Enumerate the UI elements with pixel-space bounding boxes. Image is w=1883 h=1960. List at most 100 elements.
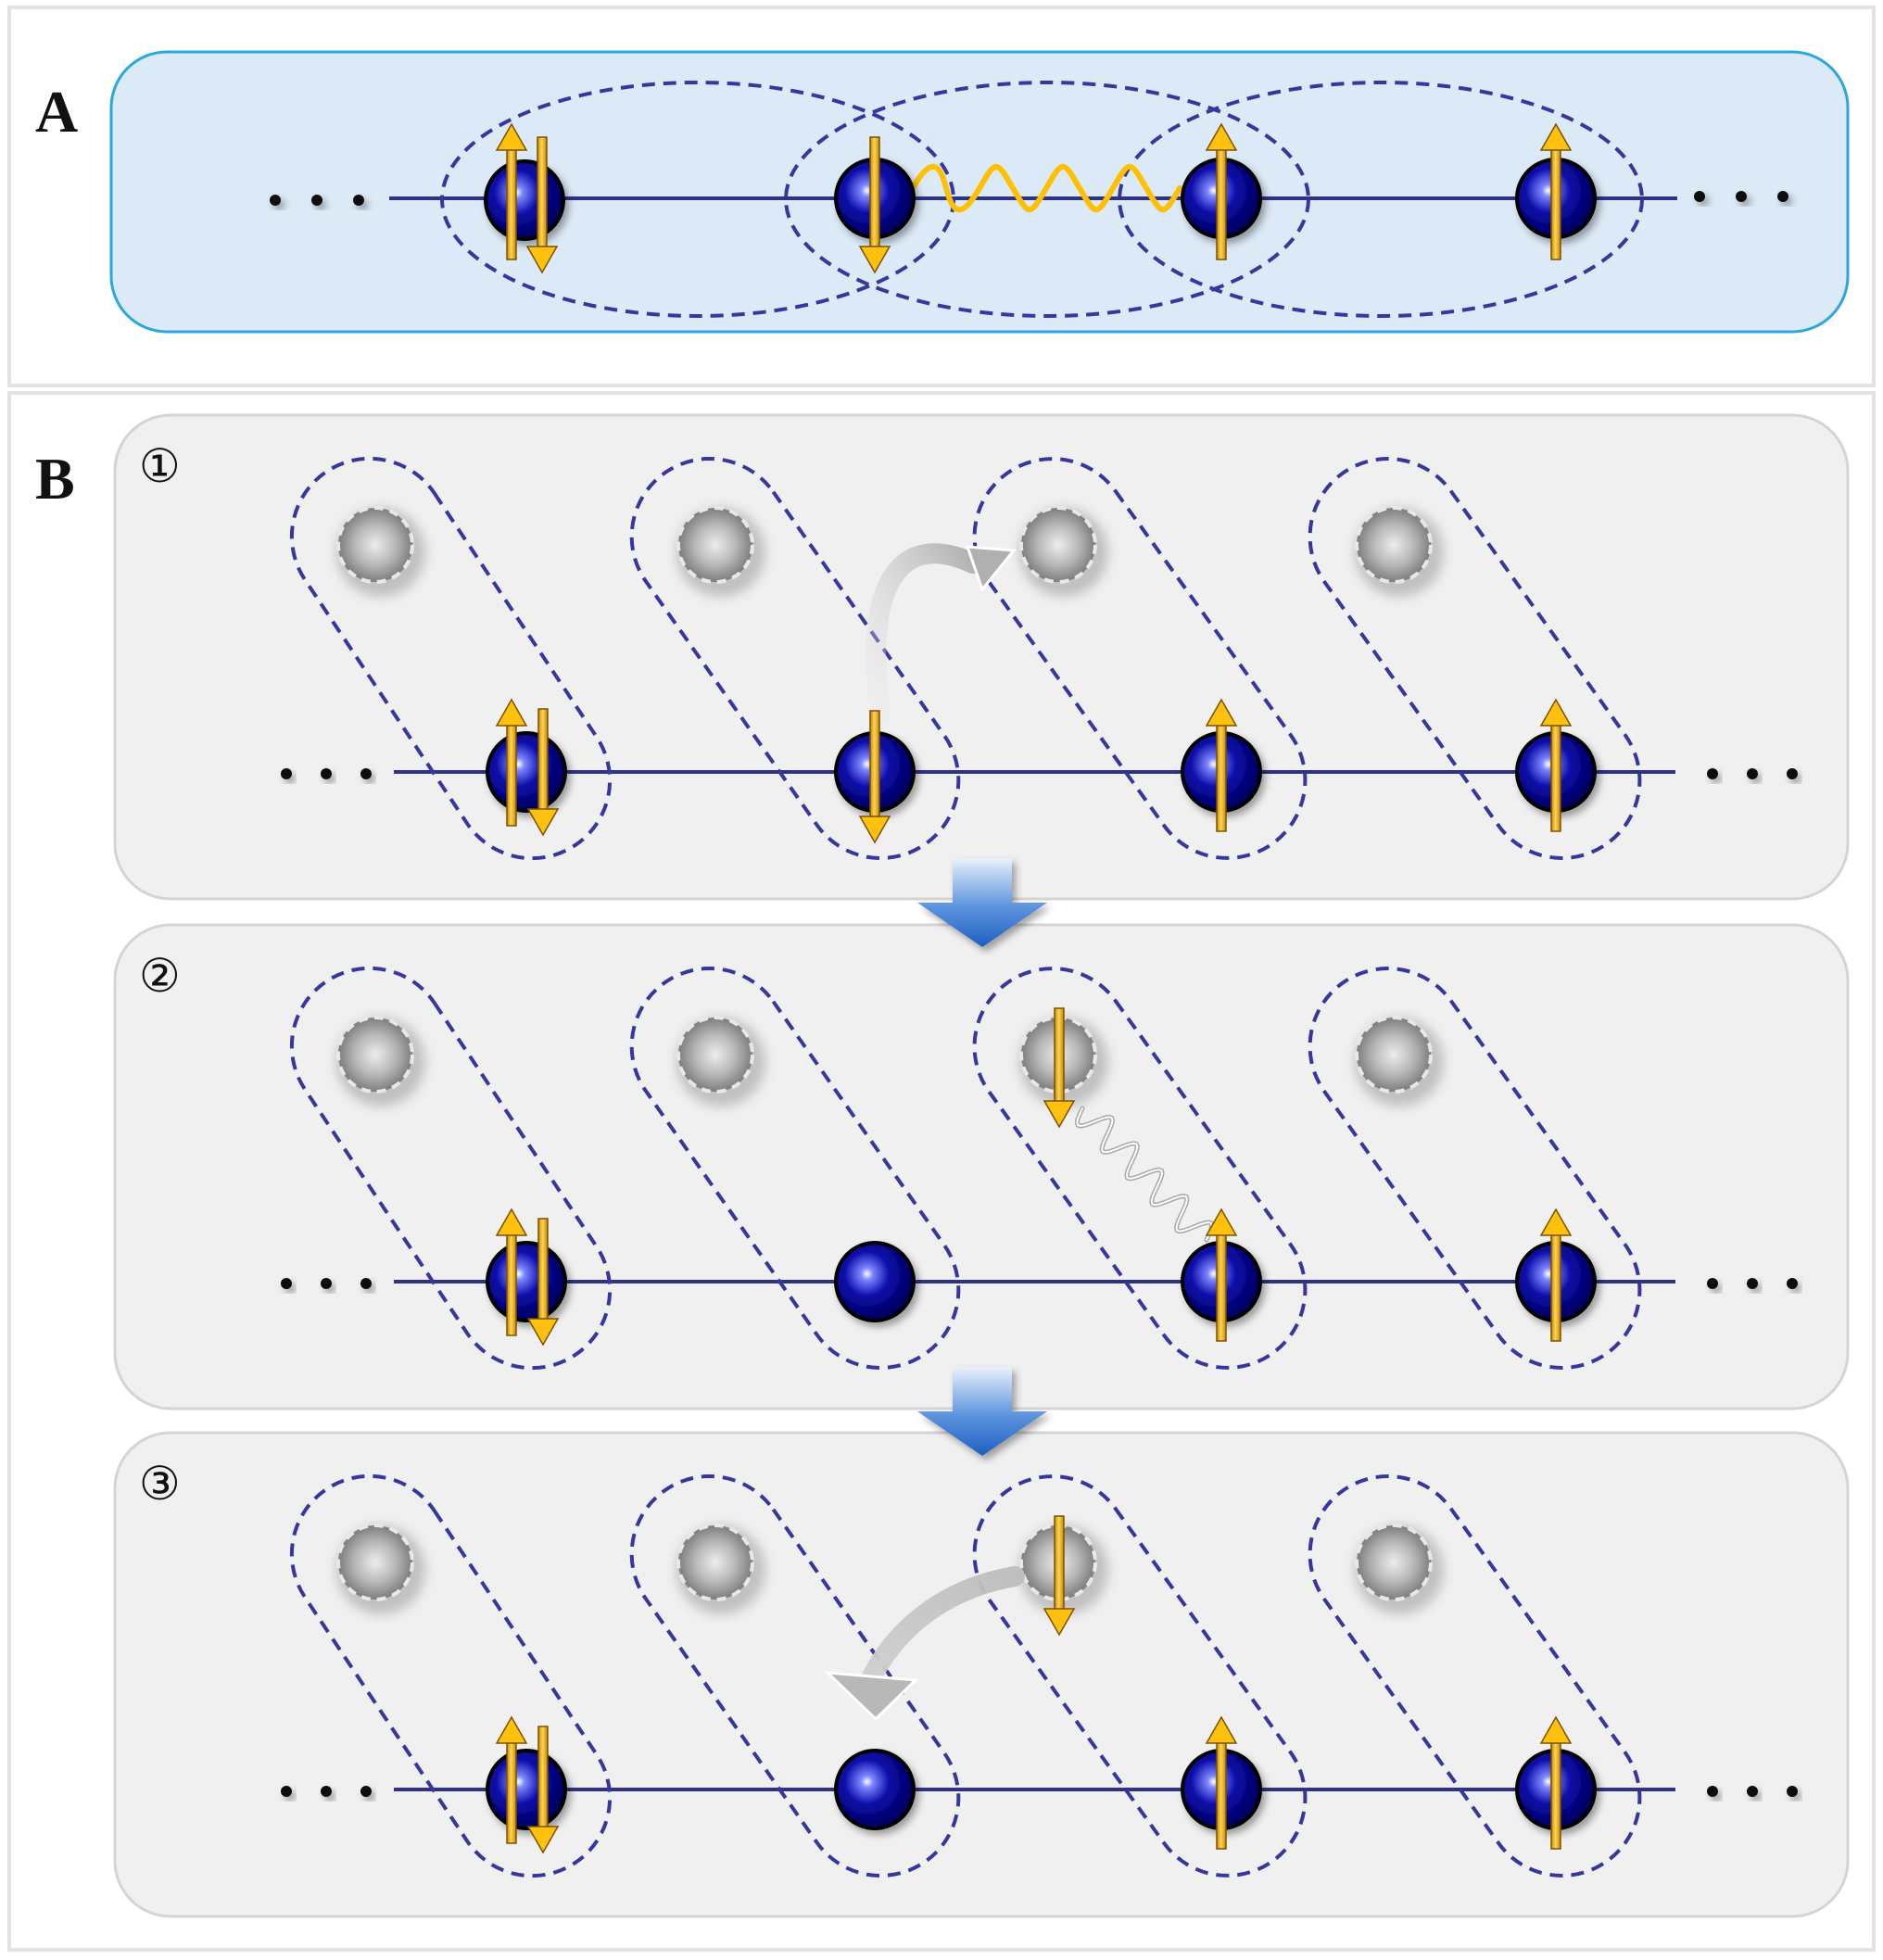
spin-down-arrow bbox=[526, 708, 560, 837]
grouping-capsule bbox=[289, 456, 613, 861]
site-atom bbox=[1181, 122, 1262, 260]
site-atom bbox=[1181, 1208, 1262, 1342]
dot bbox=[1787, 1278, 1798, 1289]
step-background bbox=[113, 1431, 1850, 1918]
dot bbox=[270, 195, 281, 206]
auxiliary-site bbox=[1019, 1515, 1108, 1637]
auxiliary-site bbox=[1355, 1016, 1444, 1106]
panel-a-label: A bbox=[35, 79, 78, 145]
panel-b-frame bbox=[7, 391, 1876, 1952]
spin-down-arrow bbox=[1043, 1007, 1076, 1129]
spin-down-arrow bbox=[1043, 1515, 1076, 1637]
groupings bbox=[440, 81, 1644, 318]
site-atom bbox=[1181, 698, 1262, 832]
panel-a-frame bbox=[7, 6, 1876, 387]
dot bbox=[321, 768, 332, 779]
coupling-wave bbox=[910, 164, 1182, 212]
spin-down-arrow bbox=[858, 710, 891, 844]
dot bbox=[353, 195, 364, 206]
auxiliary-site bbox=[1019, 1007, 1108, 1129]
spin-down-arrow bbox=[525, 136, 559, 274]
spin-up-arrow bbox=[1539, 1208, 1573, 1342]
dot bbox=[1736, 191, 1747, 202]
site-atom bbox=[1515, 698, 1597, 832]
hop-arrowhead bbox=[823, 1671, 919, 1722]
auxiliary-site bbox=[676, 1016, 765, 1106]
spin-down-arrow bbox=[858, 136, 891, 274]
dot bbox=[281, 768, 292, 779]
grouping-capsule bbox=[1308, 967, 1642, 1370]
dot bbox=[1747, 768, 1758, 779]
spin-up-arrow bbox=[1539, 698, 1573, 832]
spin-up-arrow bbox=[1205, 698, 1238, 832]
spin-down-arrow bbox=[526, 1726, 560, 1854]
auxiliary-site bbox=[1355, 506, 1444, 597]
dot bbox=[1707, 768, 1718, 779]
dot bbox=[1747, 1786, 1758, 1797]
auxiliary-site bbox=[336, 506, 425, 597]
hop-arrow bbox=[866, 543, 983, 725]
spin-up-arrow bbox=[1205, 122, 1238, 260]
grouping-capsule bbox=[972, 967, 1308, 1370]
dot bbox=[1747, 1278, 1758, 1289]
auxiliary-site bbox=[336, 1524, 425, 1614]
transition-arrow bbox=[917, 858, 1047, 947]
spin-up-arrow bbox=[1205, 1208, 1238, 1342]
dot bbox=[281, 1786, 292, 1797]
ellipsis-right bbox=[1694, 191, 1788, 202]
step-row: ③ bbox=[113, 1431, 1850, 1918]
site-atom bbox=[1515, 122, 1597, 260]
grouping-capsule bbox=[972, 1474, 1308, 1878]
step-label: ② bbox=[139, 949, 181, 1003]
dot bbox=[360, 1786, 372, 1797]
grouping-capsule bbox=[629, 456, 961, 861]
transition-arrow bbox=[917, 1367, 1047, 1456]
dot bbox=[1777, 191, 1788, 202]
spin-up-arrow bbox=[495, 122, 528, 260]
grouping-capsule bbox=[1308, 457, 1642, 860]
site-atom bbox=[486, 1208, 567, 1347]
grouping-capsule bbox=[972, 457, 1308, 860]
panel-b-steps: ① ② ③ bbox=[113, 413, 1850, 1918]
grouping-capsule bbox=[289, 1473, 613, 1878]
grouping-capsule bbox=[629, 966, 961, 1371]
spin-up-arrow bbox=[495, 698, 528, 827]
grouping-ellipse bbox=[784, 81, 1310, 318]
site-atom bbox=[486, 1715, 567, 1854]
spin-up-arrow bbox=[1205, 1715, 1238, 1850]
step-row: ① bbox=[113, 413, 1850, 901]
step-background bbox=[113, 923, 1850, 1410]
site-atom bbox=[1515, 1208, 1597, 1342]
spin-up-arrow bbox=[495, 1715, 528, 1844]
spin-up-arrow bbox=[1539, 1715, 1573, 1850]
panel-b-label: B bbox=[35, 446, 75, 512]
dot bbox=[281, 1278, 292, 1289]
site-atom bbox=[486, 698, 567, 837]
site-atom bbox=[484, 122, 565, 274]
step-label: ① bbox=[139, 439, 181, 493]
step-row: ② bbox=[113, 923, 1850, 1410]
dot bbox=[360, 768, 372, 779]
dot bbox=[1694, 191, 1705, 202]
spin-down-arrow bbox=[526, 1218, 560, 1347]
grouping-capsule bbox=[289, 966, 613, 1371]
grouping-capsule bbox=[629, 1473, 961, 1878]
auxiliary-site bbox=[676, 1524, 765, 1614]
hop-arrowhead bbox=[965, 545, 1017, 593]
step-label: ③ bbox=[139, 1457, 181, 1511]
dot bbox=[360, 1278, 372, 1289]
spin-up-arrow bbox=[1539, 122, 1573, 260]
dot bbox=[1787, 768, 1798, 779]
auxiliary-site bbox=[1355, 1524, 1444, 1614]
dot bbox=[1787, 1786, 1798, 1797]
auxiliary-site bbox=[676, 506, 765, 597]
step-background bbox=[113, 413, 1850, 901]
dot bbox=[321, 1786, 332, 1797]
grouping-ellipse bbox=[1118, 81, 1644, 318]
exchange-wave-highlight bbox=[1076, 1107, 1213, 1241]
site-atom bbox=[834, 710, 916, 844]
spin-up-arrow bbox=[495, 1208, 528, 1336]
hop-arrow bbox=[856, 1566, 1025, 1698]
site-atom bbox=[834, 1241, 916, 1322]
